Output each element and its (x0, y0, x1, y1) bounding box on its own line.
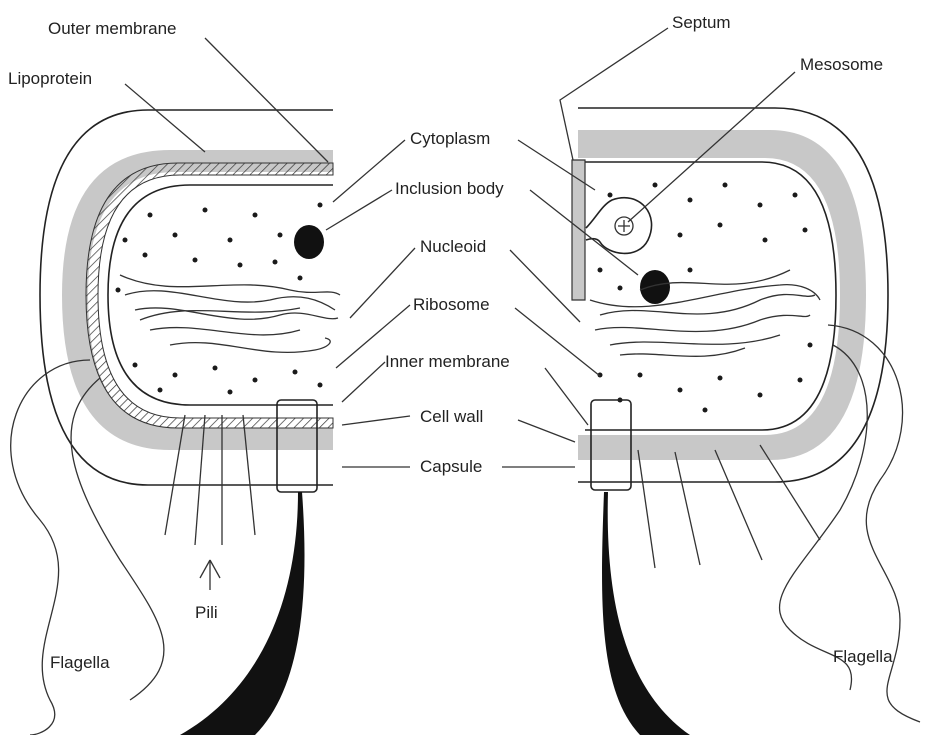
leader-nucleoid-right (510, 250, 580, 322)
right-mesosome (586, 198, 652, 254)
leader-cell-wall-right (518, 420, 575, 442)
right-inclusion-body (640, 270, 670, 304)
label-mesosome: Mesosome (800, 55, 883, 74)
leader-outer-membrane (205, 38, 328, 162)
label-inner-membrane: Inner membrane (385, 352, 510, 371)
label-cytoplasm: Cytoplasm (410, 129, 490, 148)
left-inner-membrane (108, 185, 333, 405)
label-septum: Septum (672, 13, 731, 32)
leader-inner-membrane-left (342, 362, 385, 402)
left-inclusion-body (294, 225, 324, 259)
leader-inclusion-left (326, 190, 392, 230)
leader-ribosome-right (515, 308, 600, 376)
label-lipoprotein: Lipoprotein (8, 69, 92, 88)
left-nucleoid (120, 275, 340, 352)
label-outer-membrane: Outer membrane (48, 19, 177, 38)
leader-cell-wall-left (342, 416, 410, 425)
label-flagella-right: Flagella (833, 647, 893, 666)
right-septum (572, 160, 585, 300)
right-nucleoid (590, 270, 820, 356)
left-flagellum-1 (11, 360, 90, 735)
label-nucleoid: Nucleoid (420, 237, 486, 256)
label-capsule: Capsule (420, 457, 482, 476)
label-inclusion-body: Inclusion body (395, 179, 504, 198)
leader-inner-membrane-right (545, 368, 588, 425)
right-cell (572, 108, 920, 735)
label-cell-wall: Cell wall (420, 407, 483, 426)
leader-nucleoid-left (350, 248, 415, 318)
label-pili: Pili (195, 603, 218, 622)
label-ribosome: Ribosome (413, 295, 490, 314)
left-ribosomes (116, 203, 323, 395)
right-cell-wall-band (578, 130, 866, 460)
labels: Outer membrane Lipoprotein Septum Mesoso… (8, 13, 893, 672)
left-cell-wall-hatch (86, 163, 333, 428)
leader-lipoprotein (125, 84, 205, 152)
right-flagellum-dark (602, 492, 690, 735)
left-cell (11, 110, 340, 735)
right-surface-fibres (638, 445, 820, 568)
label-flagella-left: Flagella (50, 653, 110, 672)
